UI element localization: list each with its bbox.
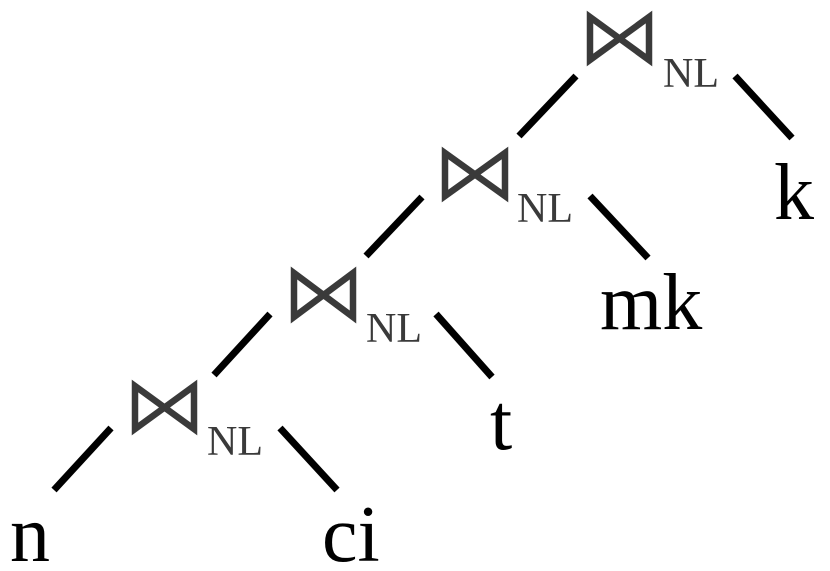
leaf-n: n xyxy=(10,491,50,571)
join-node-2: NL xyxy=(441,146,573,232)
bowtie-join-icon xyxy=(586,10,653,67)
edge-join1-join2 xyxy=(516,73,579,139)
edge-join3-join4 xyxy=(211,311,273,378)
join-1-subscript: NL xyxy=(663,51,719,97)
join-node-1: NL xyxy=(586,10,719,97)
bowtie-join-icon xyxy=(131,379,198,436)
join-3-subscript: NL xyxy=(366,306,422,352)
leaf-t: t xyxy=(490,379,512,467)
join-4-subscript: NL xyxy=(207,419,263,465)
bowtie-join-icon xyxy=(290,266,357,324)
join-node-3: NL xyxy=(290,266,422,352)
bowtie-join-icon xyxy=(441,146,509,203)
edge-join4-n xyxy=(51,425,114,493)
edge-join2-mk xyxy=(587,193,651,261)
edge-join2-join3 xyxy=(363,194,425,259)
leaf-mk: mk xyxy=(600,259,702,347)
leaf-ci: ci xyxy=(322,491,380,571)
leaf-k: k xyxy=(774,149,814,237)
join-node-4: NL xyxy=(131,379,263,465)
edge-join1-k xyxy=(732,73,795,141)
edge-join3-t xyxy=(433,311,495,380)
join-2-subscript: NL xyxy=(517,186,573,232)
tree-edges xyxy=(51,73,795,493)
edge-join4-ci xyxy=(277,425,340,493)
